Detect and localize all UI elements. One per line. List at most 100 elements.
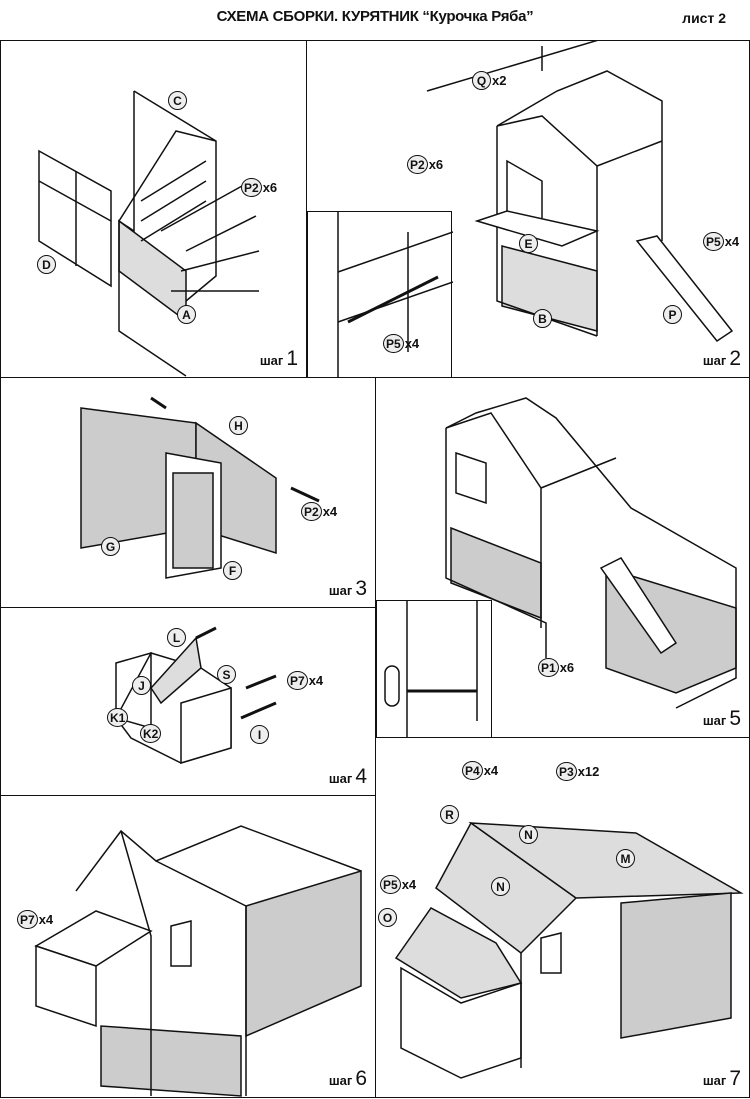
part-id: P1	[538, 658, 559, 677]
part-id: P7	[287, 671, 308, 690]
step-number: 3	[355, 577, 367, 600]
part-count: x6	[262, 180, 278, 195]
part-id: B	[533, 309, 552, 328]
step-word: шаг	[328, 1073, 353, 1088]
part-id: P	[663, 305, 682, 324]
step-number: 2	[729, 347, 741, 370]
part-count: x2	[492, 73, 507, 88]
step-number: 1	[286, 347, 298, 370]
part-id: N	[491, 877, 510, 896]
step-word: шаг	[702, 713, 727, 728]
part-id: Q	[472, 71, 491, 90]
step-1-drawing	[38, 90, 260, 377]
inset-drawing	[337, 212, 453, 380]
part-id: P7	[17, 910, 38, 929]
part-label-s: S	[217, 665, 236, 684]
part-label-h: H	[229, 416, 248, 435]
step-5-drawing	[445, 397, 737, 709]
part-count: x6	[559, 660, 575, 675]
part-id: E	[519, 234, 538, 253]
step-6-drawing	[34, 825, 362, 1097]
part-label-p: P	[663, 305, 682, 324]
part-id: P5	[380, 875, 401, 894]
part-label-k2: K2	[140, 724, 162, 743]
part-id: P2	[301, 502, 322, 521]
part-id: L	[167, 628, 186, 647]
part-label-e: E	[519, 234, 538, 253]
step-word: шаг	[702, 353, 727, 368]
part-id: P2	[407, 155, 428, 174]
part-id: H	[229, 416, 248, 435]
step-4-drawing	[115, 626, 277, 765]
part-label-b: B	[533, 309, 552, 328]
page-title: СХЕМА СБОРКИ. КУРЯТНИК “Курочка Ряба”	[216, 8, 534, 25]
part-label-k1: K1	[107, 708, 129, 727]
part-label-l: L	[167, 628, 186, 647]
part-label-m: M	[616, 849, 635, 868]
step-3-drawing	[80, 396, 320, 579]
part-id: P3	[556, 762, 577, 781]
part-label-o: O	[378, 908, 397, 927]
part-id: A	[177, 305, 196, 324]
part-id: O	[378, 908, 397, 927]
part-id: C	[168, 91, 187, 110]
part-id: M	[616, 849, 635, 868]
part-id: D	[37, 255, 56, 274]
part-id: K2	[140, 724, 162, 743]
part-label-f: F	[223, 561, 242, 580]
part-label-n: N	[519, 825, 538, 844]
part-id: I	[250, 725, 269, 744]
step-2-drawing	[426, 41, 734, 343]
step-word: шаг	[259, 353, 284, 368]
part-count: x4	[483, 763, 499, 778]
part-id: P2	[241, 178, 262, 197]
part-id: S	[217, 665, 236, 684]
part-label-a: A	[177, 305, 196, 324]
part-label-d: D	[37, 255, 56, 274]
step-number: 4	[355, 765, 367, 788]
step-number: 6	[355, 1067, 367, 1090]
part-label-n: N	[491, 877, 510, 896]
part-count: x4	[401, 877, 417, 892]
part-id: P5	[703, 232, 724, 251]
part-count: x4	[404, 336, 420, 351]
part-id: N	[519, 825, 538, 844]
step-number: 7	[729, 1067, 741, 1090]
step-word: шаг	[702, 1073, 727, 1088]
part-id: P5	[383, 334, 404, 353]
part-id: R	[440, 805, 459, 824]
part-count: x12	[577, 764, 600, 779]
step-word: шаг	[328, 583, 353, 598]
part-label-j: J	[132, 676, 151, 695]
sheet-number: лист 2	[682, 10, 726, 26]
part-count: x6	[428, 157, 444, 172]
part-label-i: I	[250, 725, 269, 744]
part-count: x4	[38, 912, 54, 927]
part-count: x4	[724, 234, 740, 249]
part-id: G	[101, 537, 120, 556]
part-label-c: C	[168, 91, 187, 110]
part-id: F	[223, 561, 242, 580]
